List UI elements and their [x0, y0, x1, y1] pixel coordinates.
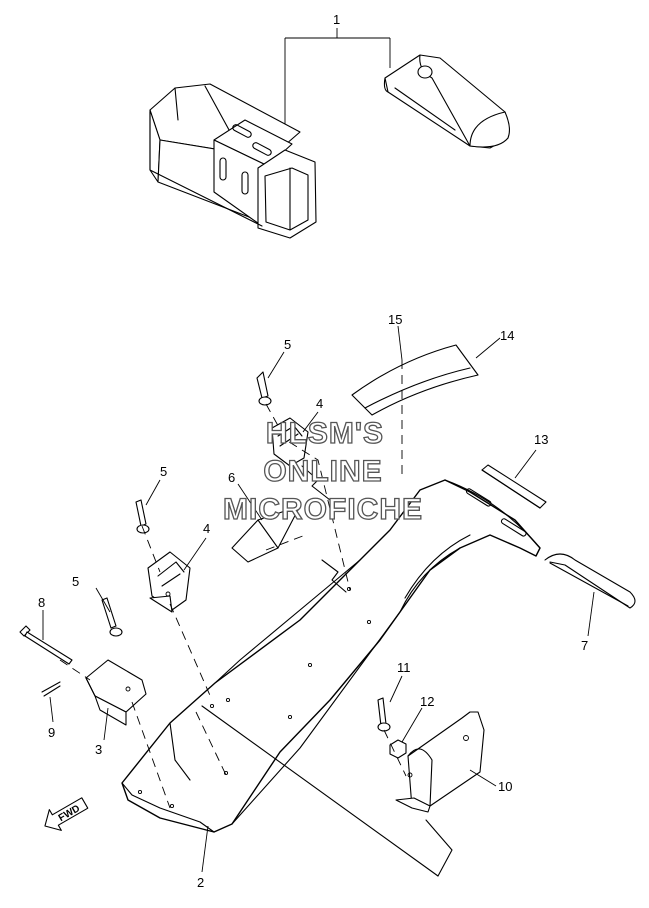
callout-4-left: 4 — [203, 521, 210, 536]
part-11-screw[interactable]: 11 — [377, 660, 411, 732]
callout-13: 13 — [534, 432, 548, 447]
tool-roll — [149, 83, 317, 239]
callout-8: 8 — [38, 595, 45, 610]
callout-14: 14 — [500, 328, 514, 343]
watermark-line-1: HLSM'S — [266, 417, 384, 450]
callout-5-low: 5 — [72, 574, 79, 589]
callout-4-upper: 4 — [316, 396, 323, 411]
part-15-decal[interactable]: 15 — [388, 312, 402, 361]
part-10-rear-bracket[interactable]: 10 — [395, 711, 512, 813]
part-5-screw-top[interactable]: 5 — [256, 337, 291, 406]
callout-7: 7 — [581, 638, 588, 653]
part-5-screw-low[interactable]: 5 — [72, 574, 123, 637]
part-5-screw-mid[interactable]: 5 — [135, 464, 167, 534]
callout-11: 11 — [397, 660, 411, 675]
part-3-front-bracket[interactable]: 3 — [85, 659, 147, 757]
part-2-rear-fender[interactable]: 2 — [121, 479, 541, 890]
callout-9: 9 — [48, 725, 55, 740]
fwd-arrow-icon: FWD — [44, 797, 89, 831]
part-1-tool-kit[interactable]: 1 — [149, 12, 511, 239]
watermark-line-2: ONLINE — [263, 455, 382, 488]
callout-15: 15 — [388, 312, 402, 327]
part-9-cotter-pin[interactable]: 9 — [41, 681, 61, 740]
part-4-clip-left[interactable]: 4 — [147, 521, 210, 613]
part-13-strip[interactable]: 13 — [481, 432, 548, 509]
fender-mount-holes — [137, 586, 372, 809]
callout-1: 1 — [333, 12, 340, 27]
callout-10: 10 — [498, 779, 512, 794]
callout-3: 3 — [95, 742, 102, 757]
part-6-flap[interactable]: 6 — [228, 470, 301, 563]
callout-2: 2 — [197, 875, 204, 890]
watermark: HLSM'S ONLINE MICROFICHE — [222, 416, 423, 526]
fwd-label: FWD — [57, 803, 82, 824]
part-14-emblem[interactable]: 14 — [351, 328, 514, 416]
tool-pouch — [383, 54, 511, 149]
callout-5-mid: 5 — [160, 464, 167, 479]
callout-5-top: 5 — [284, 337, 291, 352]
part-7-handle[interactable]: 7 — [544, 553, 636, 653]
callout-12: 12 — [420, 694, 434, 709]
part-12-nut[interactable]: 12 — [389, 694, 434, 759]
part-8-bolt[interactable]: 8 — [19, 595, 73, 665]
callout-6: 6 — [228, 470, 235, 485]
watermark-line-3: MICROFICHE — [223, 493, 423, 526]
assembly-guide-lines — [59, 360, 453, 877]
